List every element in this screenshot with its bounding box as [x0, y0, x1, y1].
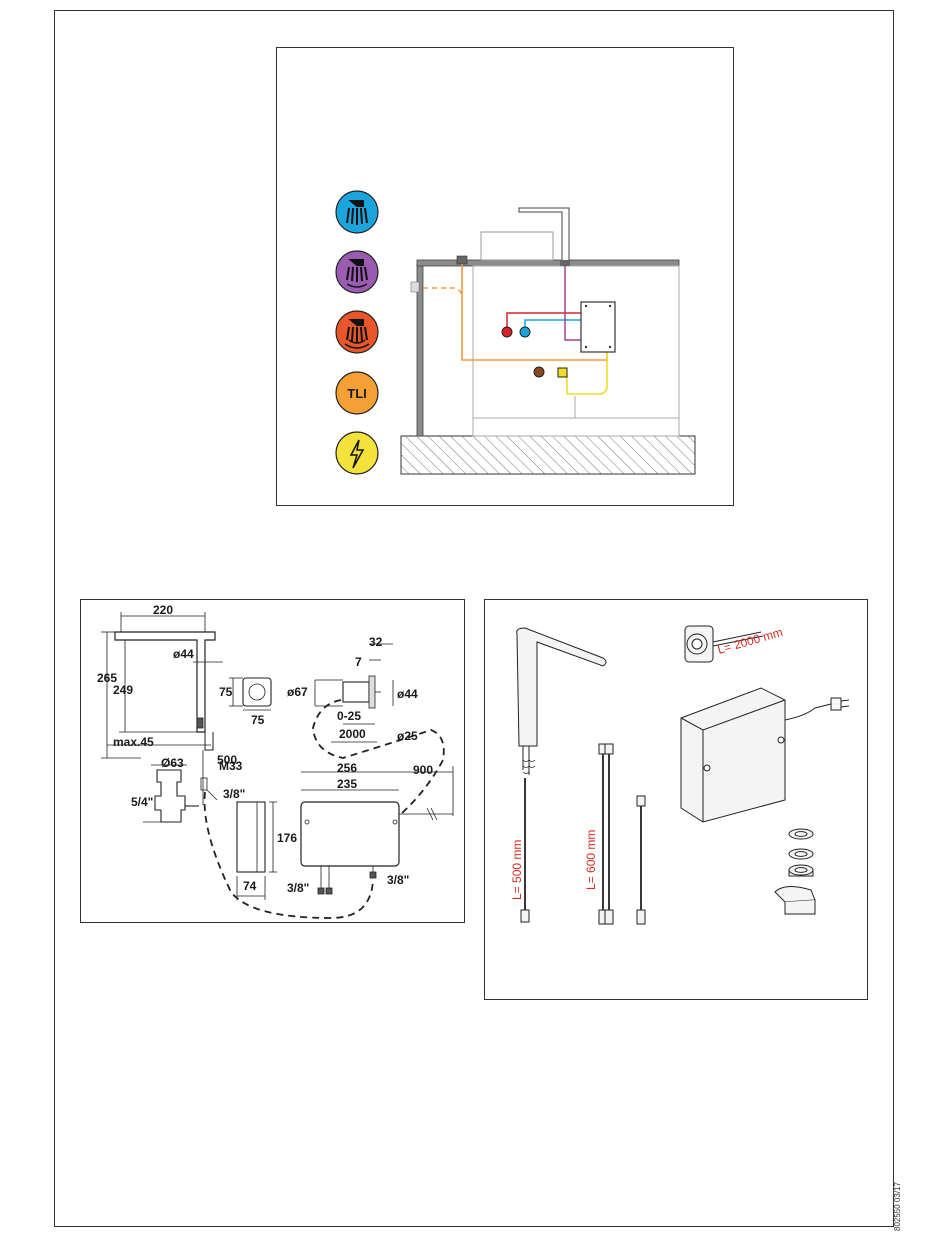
dim-235: 235 — [337, 777, 357, 791]
tap — [519, 208, 569, 260]
dim-2000: 2000 — [339, 727, 366, 741]
countertop — [417, 260, 679, 266]
dim-75b: 75 — [251, 713, 265, 727]
dim-3-8c: 3/8" — [387, 873, 409, 887]
dim-176: 176 — [277, 831, 297, 845]
electric-icon — [336, 432, 378, 474]
dim-63: Ø63 — [161, 756, 184, 770]
svg-text:TLI: TLI — [347, 386, 367, 401]
sensor-cable-length: L= 2000 mm — [716, 625, 784, 657]
dimension-drawing-panel: 220 265 249 ø44 75 75 max.45 500 M33 Ø63… — [80, 599, 465, 923]
dim-max45: max.45 — [113, 735, 154, 749]
tli-icon: TLI — [336, 372, 378, 414]
dim-74: 74 — [243, 879, 257, 893]
dim-7: 7 — [355, 655, 362, 669]
dim-67: ø67 — [287, 685, 308, 699]
tap-part — [517, 628, 606, 746]
floor-hatch — [401, 436, 695, 474]
dim-32: 32 — [369, 635, 383, 649]
dim-249: 249 — [113, 683, 133, 697]
control-box-part — [681, 688, 785, 822]
cabinet — [473, 266, 679, 436]
sensor — [457, 256, 467, 264]
dim-m33: M33 — [219, 759, 243, 773]
dim-0-25: 0-25 — [337, 709, 361, 723]
dim-44b: ø44 — [397, 687, 418, 701]
dim-3-8a: 3/8" — [223, 787, 245, 801]
dim-5-4: 5/4" — [131, 795, 153, 809]
basin — [481, 232, 553, 260]
cold-water-icon — [336, 191, 378, 233]
dim-220: 220 — [153, 603, 173, 617]
parts-panel: L= 2000 mm L= 500 mm L= 600 mm — [484, 599, 868, 1000]
tap-hose-length: L= 500 mm — [510, 840, 524, 900]
parts-illustration: L= 2000 mm L= 500 mm L= 600 mm — [485, 600, 869, 1001]
dim-75a: 75 — [219, 685, 233, 699]
mixed-water-icon — [336, 251, 378, 293]
dim-3-8b: 3/8" — [287, 881, 309, 895]
document-reference: 802550 03/17 — [893, 1182, 902, 1231]
hot-water-icon — [336, 311, 378, 353]
supply-hose-length: L= 600 mm — [584, 830, 598, 890]
dim-256: 256 — [337, 761, 357, 775]
installation-diagram-panel: TLI — [276, 47, 734, 506]
dim-900: 900 — [413, 763, 433, 777]
dim-25: ø25 — [397, 729, 418, 743]
dimension-drawing: 220 265 249 ø44 75 75 max.45 500 M33 Ø63… — [81, 600, 466, 924]
installation-diagram: TLI — [277, 48, 735, 507]
dim-44a: ø44 — [173, 647, 194, 661]
control-box — [581, 302, 615, 352]
